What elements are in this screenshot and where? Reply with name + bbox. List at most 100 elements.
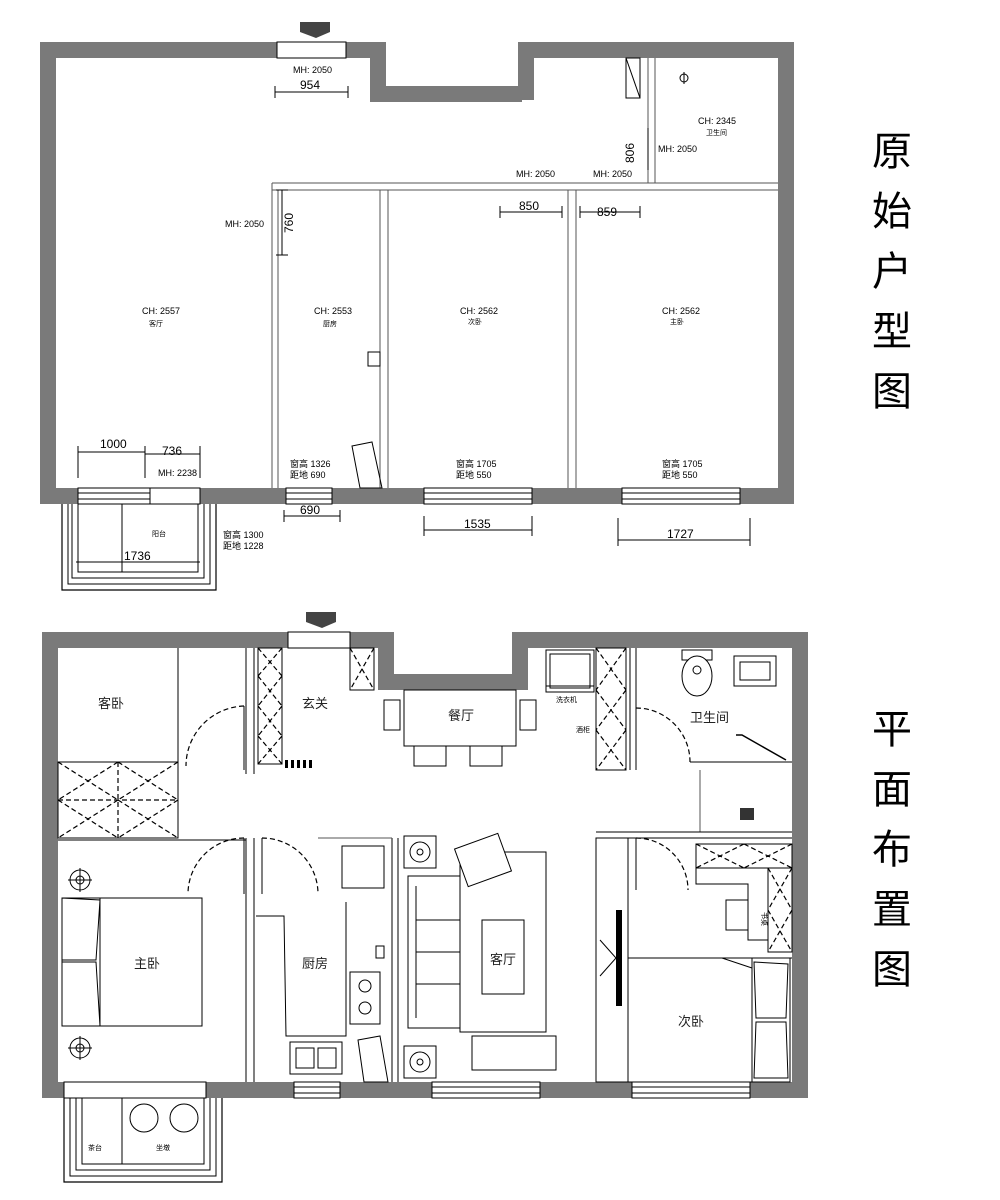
mid-window-width: 1535: [464, 517, 491, 531]
washing-machine: [545, 649, 595, 693]
label-cushion: 坐墩: [156, 1143, 170, 1152]
bath-door-len: 806: [623, 143, 637, 163]
second-bedroom-door[interactable]: [635, 837, 689, 891]
entry-door-opening: [287, 631, 351, 649]
desk: [695, 868, 768, 941]
kitchen-window-h: 窗高 1326: [290, 458, 331, 469]
right-window-h: 窗高 1705: [662, 458, 703, 469]
wall: [378, 674, 528, 690]
entrance-cabinet: [257, 647, 375, 765]
guest-bedroom-wardrobe: [57, 761, 179, 839]
room2-door-width: 850: [519, 199, 539, 213]
title-char: 型: [872, 309, 912, 355]
kitchen-window-sill: 距地 690: [290, 469, 326, 480]
window-kitchen: [293, 1081, 341, 1099]
entry-door-width: 954: [300, 78, 320, 92]
tv-wall-cabinet: [595, 837, 629, 1083]
balcony-label: 阳台: [152, 529, 166, 538]
balcony-door: [149, 487, 201, 505]
title-char: 面: [872, 767, 912, 813]
window-balcony: [77, 487, 151, 505]
label-tea-table: 茶台: [88, 1143, 102, 1152]
window-second-bedroom: [423, 487, 533, 505]
wall: [778, 42, 794, 504]
window-master: [63, 1081, 207, 1099]
second-bed: [627, 957, 792, 1083]
desk-chair: [725, 899, 749, 931]
title-char: 布: [872, 827, 912, 873]
room2-door-mh: MH: 2050: [516, 169, 555, 179]
dimension-lines: [76, 86, 751, 563]
bath-door-mh: MH: 2050: [658, 144, 697, 154]
title-char: 置: [872, 887, 912, 933]
right-window-sill: 距地 550: [662, 469, 698, 480]
kitchen-ch: CH: 2553: [314, 306, 352, 316]
entrance-stools: [285, 760, 312, 768]
wall: [42, 1082, 64, 1098]
wash-basin: [733, 655, 777, 687]
room3-door-mh: MH: 2050: [593, 169, 632, 179]
shaft-diagonal: [625, 57, 641, 99]
coffee-table: [481, 919, 525, 995]
nightstand-lamp-icon: [68, 1036, 92, 1060]
kitchen-label: 厨房: [323, 319, 337, 328]
tv-stand-icon: [599, 939, 617, 977]
title-char: 户: [872, 249, 912, 295]
kitchen-door-len: 760: [282, 213, 296, 233]
sofa: [407, 875, 461, 1029]
kitchen-flue: [351, 441, 383, 489]
wall: [340, 1082, 432, 1098]
wall: [792, 632, 808, 1098]
layout-plan: 客卧 玄关 餐厅 卫生间 主卧 厨房 客厅 次卧 茶台 坐墩 洗衣机 酒柜 书桌: [42, 612, 808, 1183]
wine-cabinet: [595, 647, 627, 771]
wall: [42, 632, 288, 648]
living-label: 客厅: [149, 319, 163, 328]
master-bedroom-door[interactable]: [187, 837, 245, 895]
dining-table: [383, 689, 537, 767]
kitchen-window-width: 690: [300, 503, 320, 517]
second-bedroom-wardrobe: [695, 843, 793, 953]
room-label-guest-bedroom: 客卧: [98, 696, 124, 712]
wall: [518, 42, 794, 58]
label-washer: 洗衣机: [556, 695, 577, 704]
cushion-seat: [129, 1103, 159, 1133]
shaft: [625, 57, 641, 99]
second-bedroom-label: 次卧: [468, 317, 482, 326]
entry-arrow-icon: [300, 22, 330, 38]
title-char: 始: [872, 189, 912, 235]
wall: [206, 1082, 294, 1098]
wall: [40, 42, 277, 58]
wall: [540, 1082, 632, 1098]
stove: [349, 971, 381, 1025]
kitchen-sink: [289, 1041, 343, 1075]
nightstand-lamp-icon: [68, 868, 92, 892]
second-bedroom-ch: CH: 2562: [460, 306, 498, 316]
bath-ch: CH: 2345: [698, 116, 736, 126]
balcony-window-sill: 距地 1228: [223, 540, 264, 551]
room-label-kitchen: 厨房: [302, 956, 328, 972]
wall: [42, 632, 58, 1098]
guest-bedroom-door[interactable]: [185, 705, 245, 767]
window-master-bedroom: [621, 487, 741, 505]
wall: [370, 86, 522, 102]
wall: [332, 488, 424, 504]
bathroom-door[interactable]: [635, 707, 691, 763]
room-label-second-bedroom: 次卧: [678, 1014, 704, 1030]
wall: [40, 42, 56, 504]
refrigerator: [341, 845, 385, 889]
side-table-lamp-icon: [403, 1045, 437, 1079]
title-char: 原: [872, 129, 912, 175]
window-kitchen: [285, 487, 333, 505]
mid-window-sill: 距地 550: [456, 469, 492, 480]
tv-bench: [471, 1035, 557, 1071]
entry-door-mh: MH: 2050: [293, 65, 332, 75]
side-table-lamp-icon: [403, 835, 437, 869]
room-label-master-bedroom: 主卧: [134, 957, 160, 972]
master-bed: [61, 897, 203, 1027]
balcony-window-h: 窗高 1300: [223, 529, 264, 540]
kitchen-door[interactable]: [261, 837, 319, 895]
room-label-entrance: 玄关: [302, 697, 328, 712]
shower-screen: [736, 734, 787, 761]
window-second: [631, 1081, 751, 1099]
